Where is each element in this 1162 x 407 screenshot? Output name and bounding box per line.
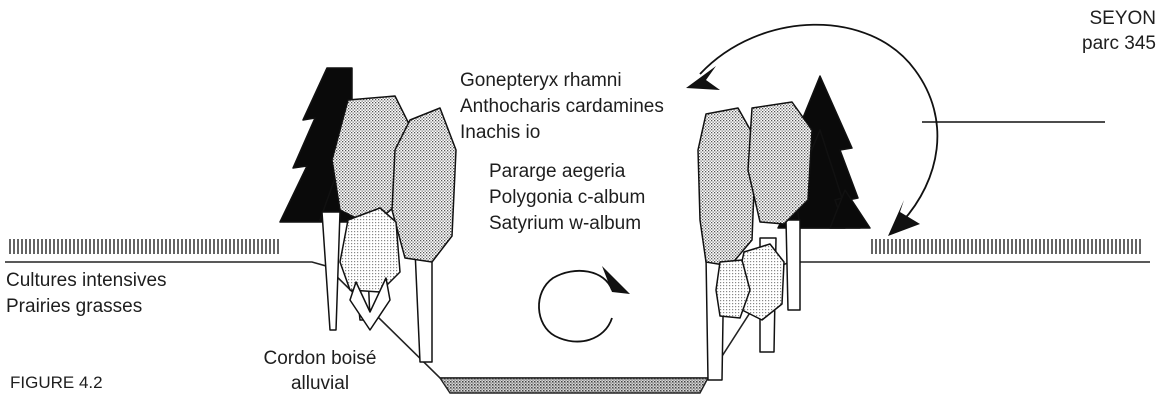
site-parcel: parc 345 [1040, 31, 1156, 56]
left-riparian-vegetation [280, 68, 456, 362]
land-use-label-1: Cultures intensives [6, 268, 167, 293]
riparian-label-1: Cordon boisé [250, 346, 390, 371]
land-use-label-2: Prairies grasses [6, 294, 142, 319]
species-label: Anthocharis cardamines [460, 94, 664, 119]
species-label: Pararge aegeria [489, 159, 625, 184]
species-label: Satyrium w-album [489, 211, 641, 236]
arrowhead-upper [686, 66, 720, 90]
species-label: Inachis io [460, 120, 540, 145]
canopy-right-tall [698, 108, 756, 266]
tree-trunk-left-1 [322, 212, 340, 330]
site-name: SEYON [1060, 6, 1156, 31]
figure-caption: FIGURE 4.2 [10, 372, 103, 394]
tree-trunk-left-2 [415, 250, 432, 362]
canopy-right-big [748, 102, 812, 224]
tree-trunk-right-3 [786, 220, 800, 310]
small-circular-arrow [539, 266, 630, 342]
canopy-left-low [340, 208, 400, 292]
species-label: Gonepteryx rhamni [460, 68, 622, 93]
species-label: Polygonia c-album [489, 185, 645, 210]
ground-profile [5, 262, 1150, 378]
right-riparian-vegetation [698, 76, 870, 380]
field-hatch-right [872, 239, 1140, 254]
field-hatch-left [10, 239, 278, 254]
riparian-label-2: alluvial [250, 371, 390, 396]
river-water [440, 378, 708, 393]
